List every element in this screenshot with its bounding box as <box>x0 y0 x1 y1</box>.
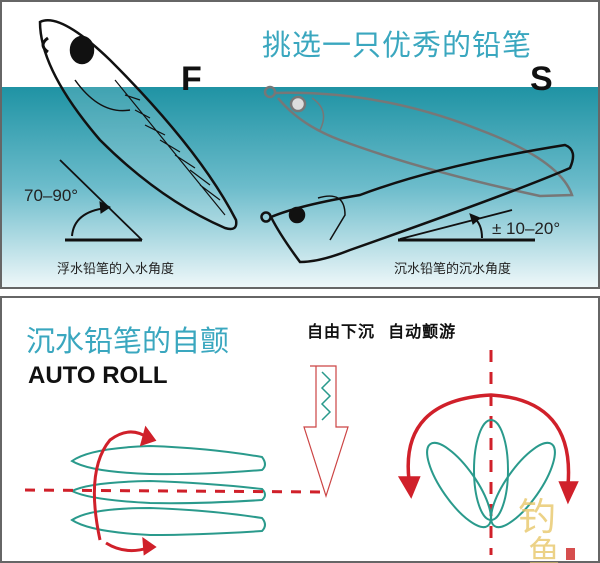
auto-roll-label: AUTO ROLL <box>28 362 168 389</box>
floating-angle-marker <box>59 159 143 242</box>
motion-label: 自由下沉 自动颤游 <box>307 322 457 341</box>
sinking-angle-marker <box>398 209 535 242</box>
svg-text:钓: 钓 <box>518 495 556 539</box>
roll-arrow <box>92 425 157 556</box>
bottom-panel-frame <box>0 296 600 563</box>
floating-caption: 浮水铅笔的入水角度 <box>57 262 175 277</box>
bottom-title: 沉水铅笔的自颤 <box>26 324 230 358</box>
sinking-lure <box>260 143 575 264</box>
sinking-caption: 沉水铅笔的沉水角度 <box>394 262 512 277</box>
watermark-logo: 钓 鱼 <box>518 495 575 563</box>
floating-lure <box>38 19 238 231</box>
sinking-label: S <box>530 60 553 98</box>
top-title: 挑选一只优秀的铅笔 <box>262 28 533 62</box>
floating-label: F <box>181 60 202 98</box>
down-arrow <box>303 365 349 498</box>
wobble-arrow <box>397 393 579 505</box>
floating-angle-label: 70–90° <box>24 186 79 205</box>
svg-text:鱼: 鱼 <box>528 533 560 563</box>
sinking-lure-ghost <box>263 85 574 198</box>
rolling-lures <box>69 444 266 537</box>
sinking-angle-label: ± 10–20° <box>492 219 561 238</box>
wobble-lures <box>426 419 556 529</box>
